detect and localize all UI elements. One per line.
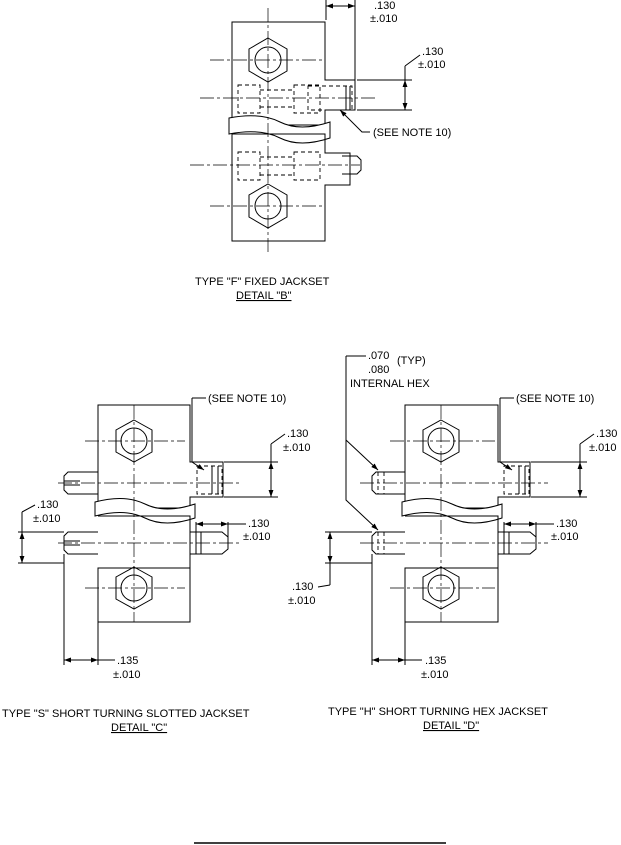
detail-d-break	[401, 498, 503, 524]
detail-b-lower-body	[231, 133, 351, 242]
detail-d-caption: TYPE "H" SHORT TURNING HEX JACKSET	[328, 706, 548, 718]
detail-b	[190, 0, 421, 255]
detail-d-hex-dim-1: .070	[368, 350, 389, 362]
detail-b-dim-right-tol: ±.010	[418, 59, 445, 71]
detail-b-break	[228, 115, 331, 144]
detail-d-dim-bottom-nominal: .135	[425, 655, 446, 667]
detail-c-dim-lr-nominal: .130	[248, 518, 269, 530]
detail-c-dim-left-nominal: .130	[37, 499, 58, 511]
detail-c-dim-left-tol: ±.010	[33, 513, 60, 525]
detail-c-dim-bottom-nominal: .135	[117, 655, 138, 667]
detail-d-label: DETAIL "D"	[423, 720, 479, 732]
detail-d-upper-body	[404, 404, 531, 509]
detail-d-dim-ur-tol: ±.010	[589, 442, 616, 454]
detail-c-upper-body	[97, 404, 224, 509]
detail-c-break	[94, 498, 196, 524]
detail-b-dim-right-nominal: .130	[422, 46, 443, 58]
detail-d-hex-label: INTERNAL HEX	[350, 378, 430, 390]
detail-c-dim-ur-nominal: .130	[287, 428, 308, 440]
detail-b-note: (SEE NOTE 10)	[373, 127, 451, 139]
detail-c-lower-body	[97, 515, 191, 623]
detail-d	[317, 355, 595, 665]
detail-d-note: (SEE NOTE 10)	[516, 393, 594, 405]
detail-b-label: DETAIL "B"	[236, 290, 292, 302]
detail-d-hex-dim-2: .080	[368, 364, 389, 376]
detail-d-dim-lr-tol: ±.010	[551, 531, 578, 543]
detail-c-dim-lr-tol: ±.010	[243, 531, 270, 543]
detail-d-dim-bottom-tol: ±.010	[421, 669, 448, 681]
detail-d-dim-left-nominal: .130	[292, 581, 313, 593]
detail-d-dim-lr-nominal: .130	[556, 518, 577, 530]
detail-c	[18, 397, 286, 665]
detail-d-dim-ur-nominal: .130	[596, 428, 617, 440]
detail-d-lower-body	[404, 515, 499, 623]
detail-d-hex-typ: (TYP)	[397, 355, 426, 367]
detail-b-caption: TYPE "F" FIXED JACKSET	[195, 276, 330, 288]
detail-b-upper-body	[231, 21, 356, 126]
detail-b-dim-top-nominal: .130	[374, 0, 395, 12]
detail-b-dim-top-tol: ±.010	[370, 13, 397, 25]
detail-c-dim-bottom-tol: ±.010	[113, 669, 140, 681]
detail-c-dim-ur-tol: ±.010	[283, 442, 310, 454]
detail-c-caption: TYPE "S" SHORT TURNING SLOTTED JACKSET	[2, 708, 250, 720]
detail-c-label: DETAIL "C"	[111, 722, 167, 734]
detail-d-dim-left-tol: ±.010	[288, 595, 315, 607]
detail-c-note: (SEE NOTE 10)	[208, 393, 286, 405]
